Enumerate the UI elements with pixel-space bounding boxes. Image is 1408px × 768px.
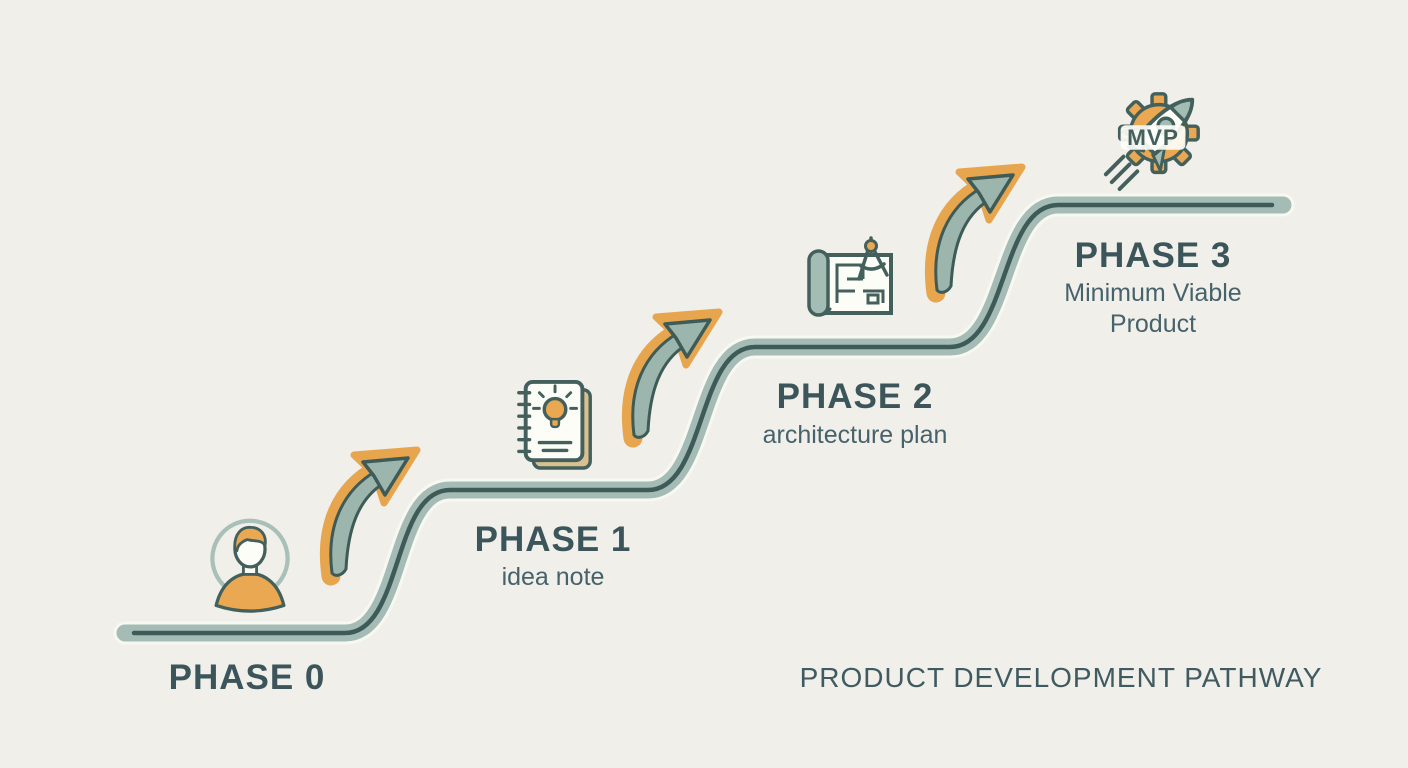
blueprint-compass-icon xyxy=(807,236,893,317)
drafting-compass xyxy=(857,236,889,281)
phase-2-subtitle: architecture plan xyxy=(762,421,948,449)
diagram-title: PRODUCT DEVELOPMENT PATHWAY xyxy=(799,662,1323,693)
phase-0-label: PHASE 0 xyxy=(168,658,326,697)
mvp-gear-rocket-icon: MVP xyxy=(1103,92,1200,191)
lightbulb-rays xyxy=(532,384,578,410)
phase-3-label: PHASE 3 xyxy=(1074,236,1232,275)
speed-lines xyxy=(1103,154,1140,191)
mvp-badge-background xyxy=(1120,125,1186,150)
scroll-roll xyxy=(807,249,830,317)
phase-2-label: PHASE 2 xyxy=(776,377,934,416)
phase-1-label: PHASE 1 xyxy=(474,520,632,559)
idea-notebook-icon xyxy=(517,380,592,470)
person-icon xyxy=(210,518,290,613)
lightbulb-icon xyxy=(542,396,568,422)
phase-1-subtitle: idea note xyxy=(501,563,605,591)
pathway-line xyxy=(131,202,1275,636)
phase-3-subtitle: Minimum Viable Product xyxy=(1064,279,1242,338)
mvp-badge-label: MVP xyxy=(1127,125,1179,150)
